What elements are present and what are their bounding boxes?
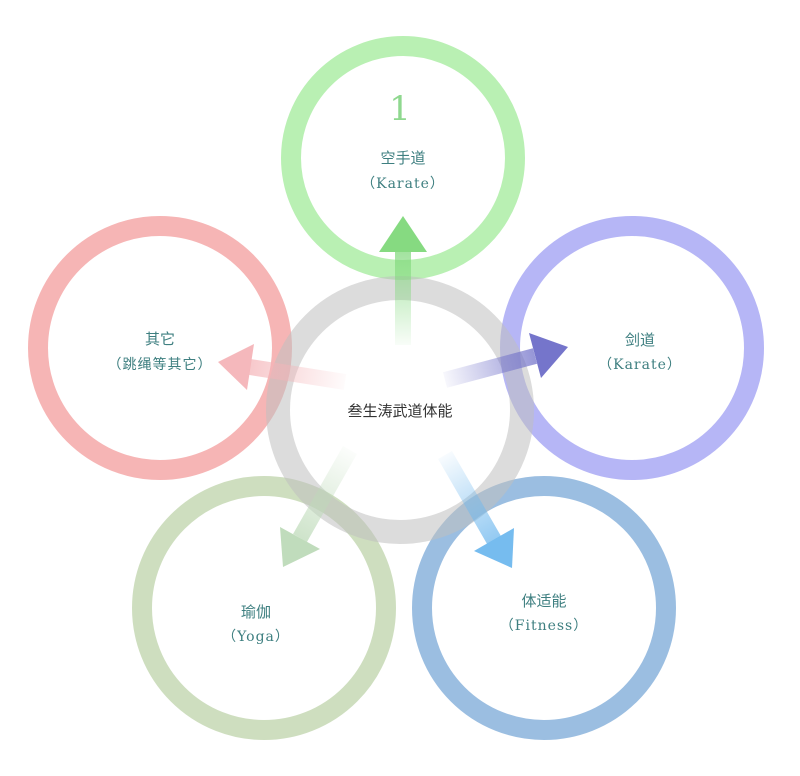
node-subtitle-yoga: （Yoga） [222, 629, 290, 645]
node-subtitle-other: （跳绳等其它） [108, 356, 213, 373]
center-label: 叁生涛武道体能 [347, 402, 452, 420]
node-number-karate: 1 [389, 89, 411, 129]
arrow-to-other [218, 344, 347, 390]
arrow-to-yoga [280, 446, 357, 567]
node-subtitle-karate: （Karate） [361, 176, 445, 192]
node-subtitle-fitness: （Fitness） [500, 618, 589, 634]
node-subtitle-kendo: （Karate） [598, 357, 682, 373]
node-title-other: 其它 [145, 330, 175, 348]
ring-other [28, 216, 292, 480]
ring-fitness [412, 476, 676, 740]
arrow-to-karate [379, 216, 427, 345]
node-title-kendo: 剑道 [625, 331, 655, 349]
arrow-to-kendo [442, 333, 568, 388]
node-title-karate: 空手道 [380, 149, 425, 167]
node-title-yoga: 瑜伽 [241, 603, 271, 621]
arrow-to-fitness [438, 451, 514, 568]
node-title-fitness: 体适能 [521, 592, 566, 610]
ring-yoga [132, 476, 396, 740]
